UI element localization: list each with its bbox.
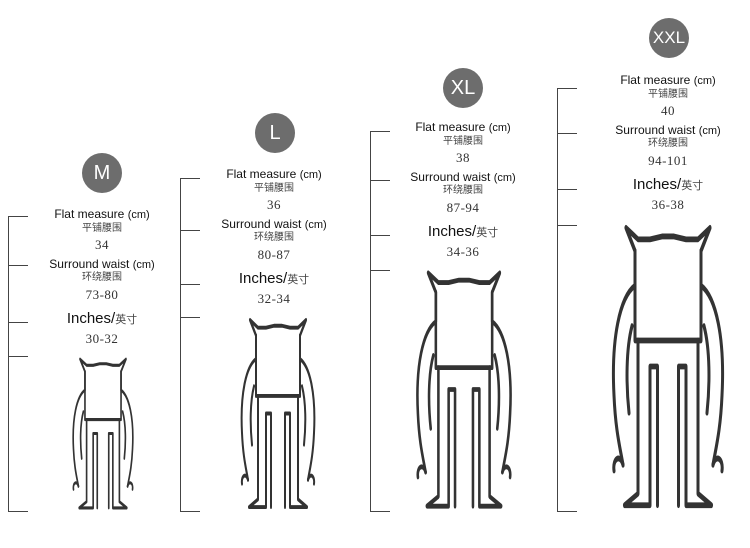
rule-tick	[370, 270, 390, 271]
rule-tick	[557, 225, 577, 226]
size-badge: XXL	[649, 18, 689, 58]
rule-tick	[8, 511, 28, 512]
surround-waist-label: Surround waist (cm)	[410, 170, 516, 185]
rule-tick	[370, 180, 390, 181]
rule-tick	[557, 511, 577, 512]
rule-tick	[180, 178, 200, 179]
figure-outline	[240, 317, 316, 510]
size-badge: L	[255, 113, 295, 153]
measure-rule	[557, 88, 558, 512]
flat-measure-cn: 平铺腰围	[443, 136, 483, 147]
flat-measure-label: Flat measure (cm)	[226, 167, 322, 182]
rule-tick	[180, 317, 200, 318]
size-column-xxl: XXL Flat measure (cm) 平铺腰围 40 Surround w…	[557, 0, 747, 548]
flat-measure-label: Flat measure (cm)	[620, 73, 716, 88]
measure-rule	[180, 178, 181, 512]
rule-tick	[8, 265, 28, 266]
flat-measure-cn: 平铺腰围	[648, 89, 688, 100]
surround-waist-value: 94-101	[648, 153, 688, 168]
figure-outline	[611, 224, 725, 509]
figure-outline	[72, 357, 134, 510]
flat-measure-value: 38	[456, 150, 470, 165]
flat-measure-value: 36	[267, 197, 281, 212]
inches-value: 30-32	[85, 331, 119, 346]
flat-measure-label: Flat measure (cm)	[54, 207, 150, 222]
surround-waist-cn: 环绕腰围	[254, 232, 294, 243]
rule-tick	[180, 511, 200, 512]
surround-waist-label: Surround waist (cm)	[221, 217, 327, 232]
rule-tick	[8, 356, 28, 357]
inches-label: Inches/英寸	[632, 176, 704, 193]
rule-tick	[557, 88, 577, 89]
rule-tick	[370, 131, 390, 132]
rule-tick	[557, 189, 577, 190]
size-badge: M	[82, 153, 122, 193]
inches-label: Inches/英寸	[238, 270, 310, 287]
size-column-l: L Flat measure (cm) 平铺腰围 36 Surround wai…	[180, 0, 365, 548]
surround-waist-value: 80-87	[257, 247, 291, 262]
rule-tick	[557, 133, 577, 134]
inches-label: Inches/英寸	[66, 310, 138, 327]
measure-rule	[370, 131, 371, 512]
surround-waist-cn: 环绕腰围	[648, 138, 688, 149]
inches-value: 36-38	[651, 197, 685, 212]
rule-tick	[8, 216, 28, 217]
rule-tick	[180, 284, 200, 285]
size-column-xl: XL Flat measure (cm) 平铺腰围 38 Surround wa…	[370, 0, 555, 548]
surround-waist-value: 73-80	[85, 287, 119, 302]
surround-waist-label: Surround waist (cm)	[49, 257, 155, 272]
inches-value: 32-34	[257, 291, 291, 306]
rule-tick	[370, 235, 390, 236]
flat-measure-cn: 平铺腰围	[82, 223, 122, 234]
rule-tick	[180, 230, 200, 231]
surround-waist-label: Surround waist (cm)	[615, 123, 721, 138]
flat-measure-value: 40	[661, 103, 675, 118]
figure-outline	[416, 270, 512, 509]
rule-tick	[370, 511, 390, 512]
surround-waist-cn: 环绕腰围	[82, 272, 122, 283]
size-badge: XL	[443, 68, 483, 108]
surround-waist-value: 87-94	[446, 200, 480, 215]
measure-rule	[8, 216, 9, 512]
flat-measure-label: Flat measure (cm)	[415, 120, 511, 135]
flat-measure-value: 34	[95, 237, 109, 252]
inches-label: Inches/英寸	[427, 223, 499, 240]
inches-value: 34-36	[446, 244, 480, 259]
size-column-m: M Flat measure (cm) 平铺腰围 34 Surround wai…	[8, 0, 168, 548]
flat-measure-cn: 平铺腰围	[254, 183, 294, 194]
surround-waist-cn: 环绕腰围	[443, 185, 483, 196]
rule-tick	[8, 322, 28, 323]
